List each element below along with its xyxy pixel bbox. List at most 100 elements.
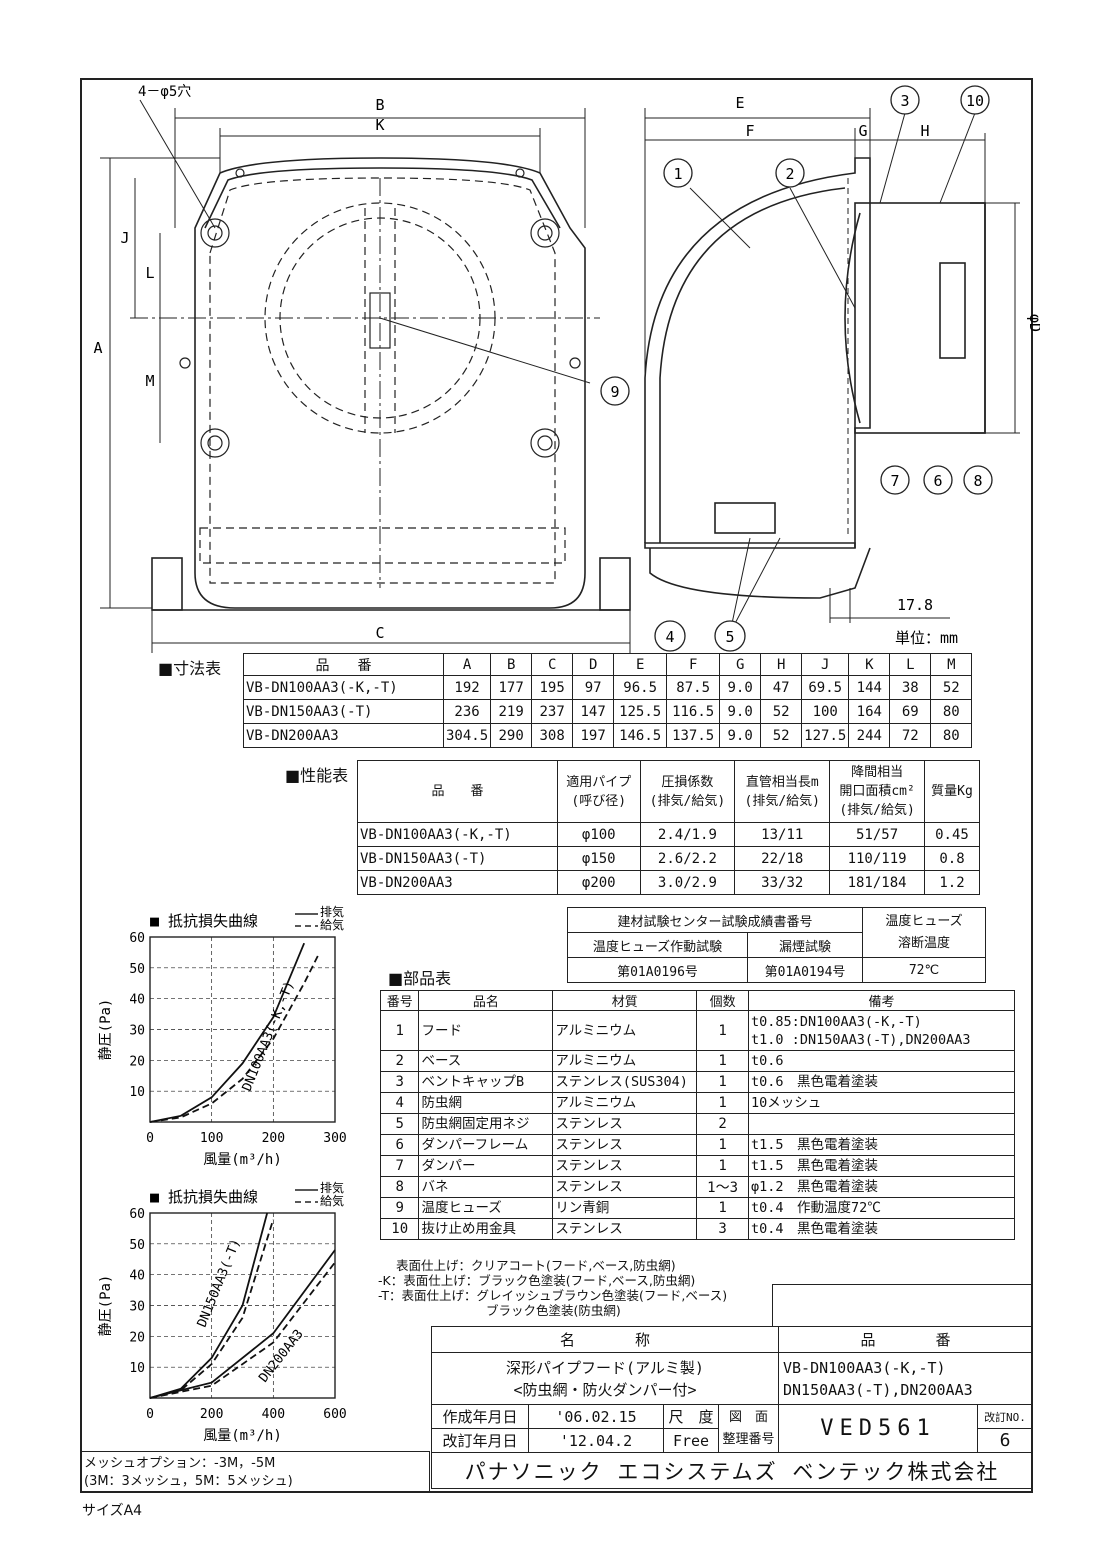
test-val-2: 第01A0194号 [747, 957, 863, 983]
y-tick-label: 40 [129, 1269, 145, 1284]
dim-cell: 192 [442, 675, 492, 700]
revised-date: '12.04.2 [528, 1428, 664, 1453]
perf-table-title: ■性能表 [285, 766, 349, 785]
product-number: VB-DN100AA3(-K,-T) DN150AA3(-T),DN200AA3 [778, 1352, 1033, 1405]
callout-3: 3 [900, 92, 909, 110]
perf-cell: 51/57 [829, 822, 925, 847]
parts-cell: ベントキャップB [418, 1071, 554, 1093]
dim-cell: 177 [490, 675, 533, 700]
x-tick-label: 300 [323, 1131, 346, 1146]
perf-cell: VB-DN200AA3 [357, 870, 558, 895]
scale-label: 尺 度 [663, 1404, 719, 1429]
drawing-label: 図 面 整理番号 [718, 1404, 779, 1453]
revision-label: 改訂NO. [977, 1404, 1033, 1429]
callout-4: 4 [665, 628, 674, 646]
finish-notes: 表面仕上げ：クリアコート(フード,ベース,防虫網) -K：表面仕上げ：ブラック色… [378, 1258, 727, 1318]
parts-cell: アルミニウム [552, 1050, 698, 1072]
dim-cell: 47 [760, 675, 803, 700]
parts-cell [748, 1113, 1015, 1135]
callout-7: 7 [890, 472, 899, 490]
drawing-frame [80, 78, 1033, 1493]
series-line [149, 1212, 269, 1399]
legend-exhaust: 排気 [320, 1180, 344, 1195]
performance-table: 品 番適用パイプ (呼び径)圧損係数 (排気/給気)直管相当長m (排気/給気)… [357, 760, 981, 895]
parts-cell: 10 [379, 1218, 420, 1240]
dim-header-cell: K [848, 653, 891, 676]
parts-cell: 1 [696, 1050, 750, 1072]
dim-cell: 127.5 [801, 723, 850, 748]
dim-cell: 72 [889, 723, 932, 748]
y-tick-label: 60 [129, 1207, 145, 1222]
dim-B: B [375, 96, 384, 114]
parts-header-cell: 材質 [552, 990, 698, 1011]
size-note: サイズA4 [82, 1503, 143, 1519]
dim-cell: 52 [760, 699, 803, 724]
test-table: 建材試験センター試験成績書番号 温度ヒューズ 溶断温度 温度ヒューズ作動試験 漏… [566, 907, 986, 983]
dim-cell: 96.5 [613, 675, 668, 700]
parts-cell: 1～3 [696, 1176, 750, 1198]
perf-header-cell: 適用パイプ (呼び径) [557, 760, 641, 823]
dim-G: G [858, 122, 867, 140]
parts-cell: 2 [379, 1050, 420, 1072]
dim-cell: 304.5 [442, 723, 492, 748]
parts-cell: 防虫網 [418, 1092, 554, 1114]
parts-cell: 3 [696, 1218, 750, 1240]
dim-C: C [375, 624, 384, 642]
dim-header-cell: G [719, 653, 762, 676]
y-tick-label: 50 [129, 962, 145, 977]
x-tick-label: 0 [146, 1131, 154, 1146]
y-tick-label: 50 [129, 1238, 145, 1253]
finish-note-2: -K：表面仕上げ：ブラック色塗装(フード,ベース,防虫網) [378, 1273, 696, 1288]
revision-number: 6 [977, 1428, 1033, 1453]
dim-L: L [145, 264, 154, 282]
parts-cell: ダンパーフレーム [418, 1134, 554, 1156]
perf-cell: 1.2 [923, 870, 981, 895]
parts-cell: φ1.2 黒色電着塗装 [748, 1176, 1015, 1198]
dim-cell: VB-DN100AA3(-K,-T) [243, 675, 444, 700]
x-tick-label: 200 [262, 1131, 285, 1146]
dim-cell: 80 [930, 699, 973, 724]
parts-table-title: ■部品表 [388, 969, 452, 988]
parts-cell: ステンレス(SUS304) [552, 1071, 698, 1093]
perf-header-cell: 質量Kg [923, 760, 981, 823]
dim-cell: 219 [490, 699, 533, 724]
curve-annotation: DN200AA3 [256, 1327, 306, 1386]
product-label: 品 番 [778, 1326, 1033, 1353]
title-block-blank [772, 1284, 1033, 1326]
finish-note-1: 表面仕上げ：クリアコート(フード,ベース,防虫網) [396, 1258, 676, 1273]
y-tick-label: 20 [129, 1054, 145, 1069]
dim-17-8: 17.8 [897, 596, 933, 614]
parts-cell: 1 [696, 1010, 750, 1051]
parts-cell: 8 [379, 1176, 420, 1198]
created-label: 作成年月日 [431, 1404, 529, 1429]
parts-cell: 6 [379, 1134, 420, 1156]
series-line [149, 1261, 336, 1399]
test-header-2: 温度ヒューズ 溶断温度 [862, 907, 986, 958]
x-tick-label: 100 [200, 1131, 223, 1146]
dim-cell: 125.5 [613, 699, 668, 724]
finish-note-4: ブラック色塗装(防虫網) [486, 1303, 621, 1318]
parts-cell: ベース [418, 1050, 554, 1072]
dim-cell: 308 [531, 723, 574, 748]
parts-cell: t1.5 黒色電着塗装 [748, 1155, 1015, 1177]
parts-cell: 1 [379, 1010, 420, 1051]
parts-cell: 1 [696, 1134, 750, 1156]
perf-cell: 3.0/2.9 [639, 870, 736, 895]
callout-6: 6 [933, 472, 942, 490]
y-tick-label: 10 [129, 1085, 145, 1100]
dim-cell: 80 [930, 723, 973, 748]
perf-cell: VB-DN100AA3(-K,-T) [357, 822, 558, 847]
scale-value: Free [663, 1428, 719, 1453]
chart-title: ■ 抵抗損失曲線 [150, 912, 258, 930]
x-axis-label: 風量(m³/h) [203, 1152, 282, 1168]
finish-note-3: -T：表面仕上げ：グレイッシュブラウン色塗装(フード,ベース) [378, 1288, 728, 1303]
holes-label: 4－φ5穴 [138, 84, 191, 100]
parts-cell: アルミニウム [552, 1010, 698, 1051]
